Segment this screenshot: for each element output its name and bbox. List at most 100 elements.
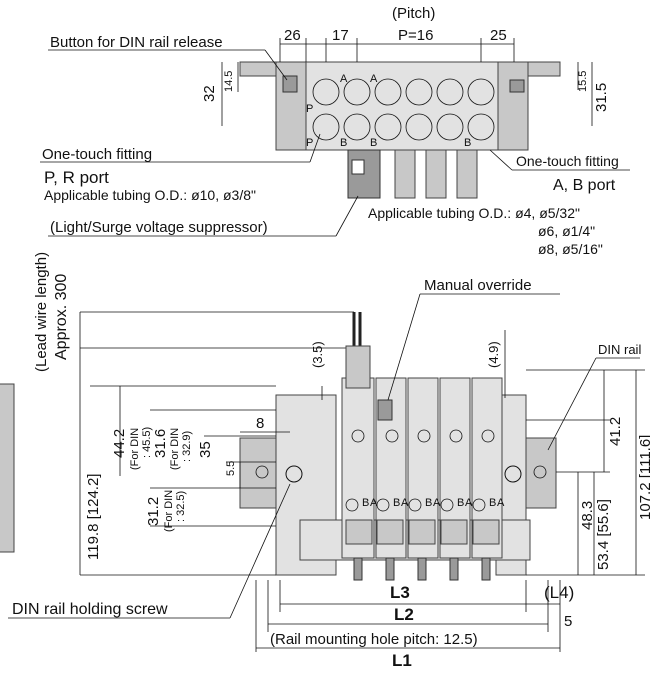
front-view: (Lead wire length) Approx. 300 [0, 252, 650, 670]
ab-fitting-title: One-touch fitting [516, 153, 619, 169]
top-right-end-plate [497, 61, 529, 151]
pitch-header: (Pitch) [392, 5, 435, 22]
valve-letter: B [457, 497, 464, 509]
din-release-button [282, 75, 298, 93]
dim-44-note-b: : 45.5) [141, 427, 153, 458]
port-circle [312, 78, 340, 106]
dim-31-5: 31.5 [593, 83, 610, 112]
dim-31-2-note-b: : 32.5) [175, 491, 187, 522]
ab-port: A, B port [553, 177, 616, 194]
dim-119: 119.8 [124.2] [85, 474, 102, 560]
port-letter: P [306, 137, 313, 149]
port-circle [436, 113, 464, 141]
holding-screw [285, 465, 303, 483]
port-circle [467, 113, 495, 141]
right-end-button [509, 79, 525, 93]
port-circle [312, 113, 340, 141]
ab-tubing-3: ø8, ø5/16" [538, 241, 603, 257]
din-rail-leader [547, 357, 597, 451]
manual-override-button [377, 399, 393, 421]
dim-26: 26 [284, 27, 301, 44]
L3-label: L3 [390, 583, 410, 602]
L2-label: L2 [394, 605, 414, 624]
top-view: P P A A B B B (Pitch) P=16 26 17 25 32 1… [40, 5, 630, 257]
dim-31-2: 31.2 [145, 497, 162, 526]
port-circle [436, 78, 464, 106]
port-circle [467, 78, 495, 106]
dim-44-note-a: (For DIN [129, 428, 141, 470]
dim-44: 44.2 [111, 429, 128, 458]
top-solenoids [347, 149, 478, 199]
dim-4-9: (4.9) [486, 341, 501, 368]
port-circle [374, 78, 402, 106]
manual-override-label: Manual override [424, 277, 532, 294]
port-letter: B [370, 137, 377, 149]
ab-tubing-1: Applicable tubing O.D.: ø4, ø5/32" [368, 205, 580, 221]
lead-wire-1: (Lead wire length) [33, 252, 50, 372]
valve-letter: B [362, 497, 369, 509]
pr-leader [309, 133, 321, 163]
din-rail-left [239, 437, 277, 509]
valve-stations [341, 345, 503, 559]
suppressor-label: (Light/Surge voltage suppressor) [50, 219, 268, 236]
dim-14-5: 14.5 [223, 71, 235, 92]
holding-screw [504, 465, 522, 483]
port-letter: B [464, 137, 471, 149]
dim-17: 17 [332, 27, 349, 44]
side-profile [0, 383, 15, 553]
dim-25: 25 [490, 27, 507, 44]
bottom-port-row [312, 113, 495, 141]
dim-48-3: 48.3 [579, 501, 596, 530]
valve-letter: B [489, 497, 496, 509]
bottom-fittings [353, 557, 491, 581]
solenoid [456, 149, 478, 199]
dim-15-5: 15.5 [577, 71, 589, 92]
port-letter: A [370, 73, 378, 85]
dim-53-4: 53.4 [55.6] [595, 499, 612, 570]
dim-41-2: 41.2 [607, 417, 624, 446]
dim-8: 8 [256, 415, 264, 432]
port-letter: B [340, 137, 347, 149]
port-circle [343, 78, 371, 106]
port-letter: A [340, 73, 348, 85]
solenoid [425, 149, 447, 199]
override-leader [387, 293, 421, 401]
dim-31-6: 31.6 [152, 429, 169, 458]
dim-5: 5 [564, 613, 572, 630]
valve-letter: A [433, 497, 441, 509]
pr-tubing: Applicable tubing O.D.: ø10, ø3/8" [44, 187, 256, 203]
pitch-value: P=16 [398, 27, 433, 44]
port-circle [343, 113, 371, 141]
top-port-row [312, 78, 495, 106]
dim-32: 32 [201, 85, 218, 102]
port-circle [405, 113, 433, 141]
solenoid [394, 149, 416, 199]
valve-letter: B [425, 497, 432, 509]
dim-31-6-note-b: : 32.9) [181, 431, 193, 462]
button-label: Button for DIN rail release [50, 34, 223, 51]
valve-letter: A [401, 497, 409, 509]
port-circle [374, 113, 402, 141]
ab-tubing-2: ø6, ø1/4" [538, 223, 595, 239]
lead-connector [345, 345, 371, 389]
dim-107: 107.2 [111.6] [637, 435, 650, 520]
dim-5-5: 5.5 [225, 461, 237, 476]
port-letter: P [306, 103, 313, 115]
pr-fitting-title: One-touch fitting [42, 146, 152, 163]
L1-label: L1 [392, 651, 412, 670]
dim-35: 35 [197, 441, 214, 458]
ab-leader [489, 149, 513, 171]
lead-wire-2: Approx. 300 [53, 274, 70, 360]
solenoid-window [351, 159, 365, 175]
button-leader [264, 49, 288, 81]
screw-leader [229, 483, 291, 619]
din-rail-label: DIN rail [598, 342, 641, 357]
din-screw-label: DIN rail holding screw [12, 601, 168, 618]
port-circle [405, 78, 433, 106]
dim-31-2-note-a: (For DIN [163, 490, 175, 532]
dim-3-5: (3.5) [310, 341, 325, 368]
rail-pitch-label: (Rail mounting hole pitch: 12.5) [270, 631, 478, 648]
valve-letter: A [465, 497, 473, 509]
